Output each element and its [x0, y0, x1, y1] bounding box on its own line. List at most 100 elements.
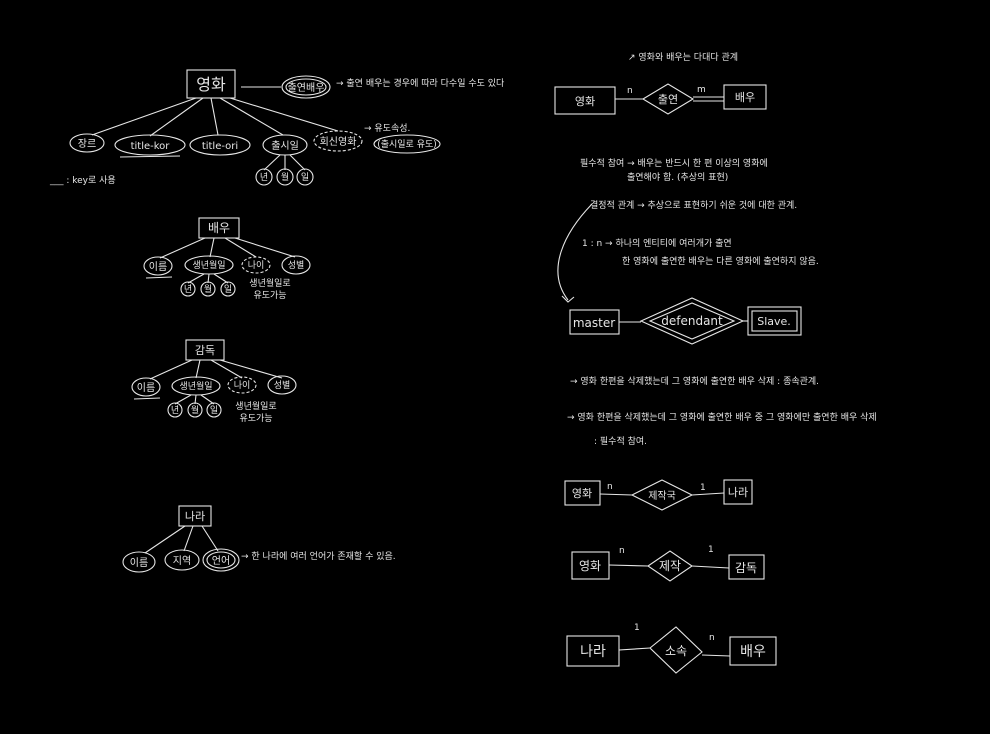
svg-text:소속: 소속 — [665, 644, 687, 658]
rel-top-card-right: m — [697, 85, 706, 95]
rel-top-card-left: n — [627, 86, 633, 96]
rel-top-group: ↗ 영화와 배우는 다대다 관계 영화 n 출연 m 배우 — [554, 51, 767, 115]
actor-entity-box — [198, 217, 240, 239]
rel2-card-left: n — [619, 546, 625, 556]
svg-text:년: 년 — [171, 405, 179, 416]
director-entity-label: 감독 — [195, 344, 215, 357]
actor-derived-note-2: 유도가능 — [253, 290, 286, 301]
svg-text:일: 일 — [224, 284, 232, 295]
svg-text:영화: 영화 — [572, 487, 592, 500]
note-curved-arrow — [557, 203, 593, 301]
svg-text:출연: 출연 — [658, 93, 678, 106]
svg-text:나이: 나이 — [248, 260, 265, 271]
svg-text:장르: 장르 — [78, 138, 96, 150]
rel-dep-group: master defendant Slave. — [569, 297, 802, 345]
movie-attr-title-ori — [189, 134, 251, 156]
rel2-card-right: 1 — [708, 545, 714, 555]
movie-multivalued-label: 출연배우 — [288, 82, 325, 94]
svg-text:배우: 배우 — [740, 644, 766, 660]
movie-date-month — [276, 168, 294, 186]
rel3-right-entity — [729, 636, 777, 666]
director-derived-note-1: 생년월일로 — [235, 400, 276, 412]
director-date-day — [206, 402, 222, 418]
rel3-group: 나라 1 소속 n 배우 — [566, 623, 777, 674]
movie-multivalued-outer — [281, 75, 331, 99]
actor-date-month — [200, 281, 216, 297]
rel-top-right-entity — [723, 84, 767, 110]
note-one-to-many-2: 한 영화에 출연한 배우는 다른 영화에 출연하지 않음. — [622, 256, 819, 267]
rel-top-note: ↗ 영화와 배우는 다대다 관계 — [628, 51, 738, 63]
delete-notes-group: → 영화 한편을 삭제했는데 그 영화에 출연한 배우 삭제 : 종속관계. →… — [567, 375, 877, 447]
actor-date-day — [220, 281, 236, 297]
movie-derived-note-1: → 유도속성. — [364, 123, 410, 134]
director-attr-name — [131, 377, 161, 397]
country-language-note: → 한 나라에 여러 언어가 존재할 수 있음. — [241, 550, 396, 562]
svg-text:월: 월 — [281, 171, 289, 183]
director-er-group: 감독 이름 생년월일 나이 성별 년 월 일 생년월일로 유도가능 — [131, 339, 297, 424]
rel1-left-entity — [564, 480, 601, 506]
svg-text:영화: 영화 — [575, 95, 595, 108]
actor-attr-age — [241, 256, 271, 274]
rel2-group: 영화 n 제작 1 감독 — [571, 545, 765, 582]
svg-text:언어: 언어 — [212, 555, 230, 567]
country-attr-language-outer — [202, 548, 240, 572]
country-attr-language-inner — [206, 551, 236, 569]
rel2-right-entity — [728, 554, 765, 580]
svg-text:Slave.: Slave. — [757, 315, 791, 328]
director-key-underline — [133, 397, 161, 400]
note-mandatory-delete-1: → 영화 한편을 삭제했는데 그 영화에 출연한 배우 중 그 영화에만 출연한… — [567, 411, 877, 423]
actor-attr-name — [143, 256, 173, 276]
note-dependency: → 영화 한편을 삭제했는데 그 영화에 출연한 배우 삭제 : 종속관계. — [570, 375, 819, 387]
note-one-to-many-1: 1 : n → 하나의 엔티티에 여러개가 출연 — [582, 237, 732, 249]
svg-text:월: 월 — [204, 283, 212, 295]
director-date-month — [187, 402, 203, 418]
movie-attr-recent-movie — [313, 130, 363, 152]
svg-text:이름: 이름 — [149, 261, 167, 273]
movie-multivalued-note: → 출연 배우는 경우에 따라 다수일 수도 있다 — [336, 77, 505, 89]
svg-text:master: master — [573, 316, 615, 330]
country-attr-name — [122, 551, 156, 573]
svg-text:이름: 이름 — [130, 557, 148, 569]
svg-text:출시일: 출시일 — [271, 140, 299, 152]
svg-text:일: 일 — [301, 172, 309, 183]
note-curved-arrowhead — [561, 295, 575, 303]
actor-date-year — [180, 281, 196, 297]
actor-attr-gender — [281, 255, 311, 275]
svg-text:나라: 나라 — [728, 486, 748, 499]
rel3-diamond — [649, 626, 703, 674]
movie-er-group: 영화 출연배우 → 출연 배우는 경우에 따라 다수일 수도 있다 장르 tit… — [49, 69, 505, 186]
svg-text:년: 년 — [184, 284, 192, 295]
key-legend: ___ : key로 사용 — [49, 175, 116, 186]
movie-multivalued-inner — [285, 78, 327, 96]
rel-dep-diamond-inner — [648, 302, 736, 340]
svg-text:년: 년 — [260, 172, 268, 183]
actor-derived-note-1: 생년월일로 — [249, 277, 290, 289]
movie-key-underline — [119, 155, 181, 158]
svg-text:title-ori: title-ori — [202, 141, 238, 152]
director-attr-age — [227, 376, 257, 394]
note-mandatory-2: 출연해야 함. (추상의 표현) — [627, 172, 728, 183]
movie-attr-title-kor — [114, 134, 186, 156]
director-attr-gender — [267, 375, 297, 395]
rel-top-diamond — [641, 83, 695, 115]
svg-text:생년월일: 생년월일 — [179, 380, 212, 392]
svg-text:월: 월 — [191, 404, 199, 416]
svg-text:제작국: 제작국 — [648, 490, 676, 502]
rel1-group: 영화 n 제작국 1 나라 — [564, 479, 753, 511]
svg-text:defendant: defendant — [661, 314, 723, 328]
movie-date-year — [255, 168, 273, 186]
rel3-left-entity — [566, 635, 620, 667]
svg-text:감독: 감독 — [735, 561, 757, 575]
movie-derived-note-2: (출시일로 유도) — [377, 139, 437, 150]
svg-text:성별: 성별 — [288, 260, 305, 271]
notes-group: 필수적 참여 → 배우는 반드시 한 편 이상의 영화에 출연해야 함. (추상… — [557, 157, 819, 303]
svg-text:나라: 나라 — [580, 644, 606, 660]
country-attr-region — [164, 549, 200, 571]
director-entity-box — [185, 339, 225, 361]
svg-text:제작: 제작 — [659, 559, 681, 573]
actor-er-group: 배우 이름 생년월일 나이 성별 년 월 일 생년월일로 유도가능 — [143, 217, 311, 301]
svg-text:나이: 나이 — [234, 380, 251, 391]
svg-text:지역: 지역 — [173, 555, 191, 567]
movie-attr-genre — [69, 133, 105, 153]
svg-text:title-kor: title-kor — [131, 141, 171, 152]
